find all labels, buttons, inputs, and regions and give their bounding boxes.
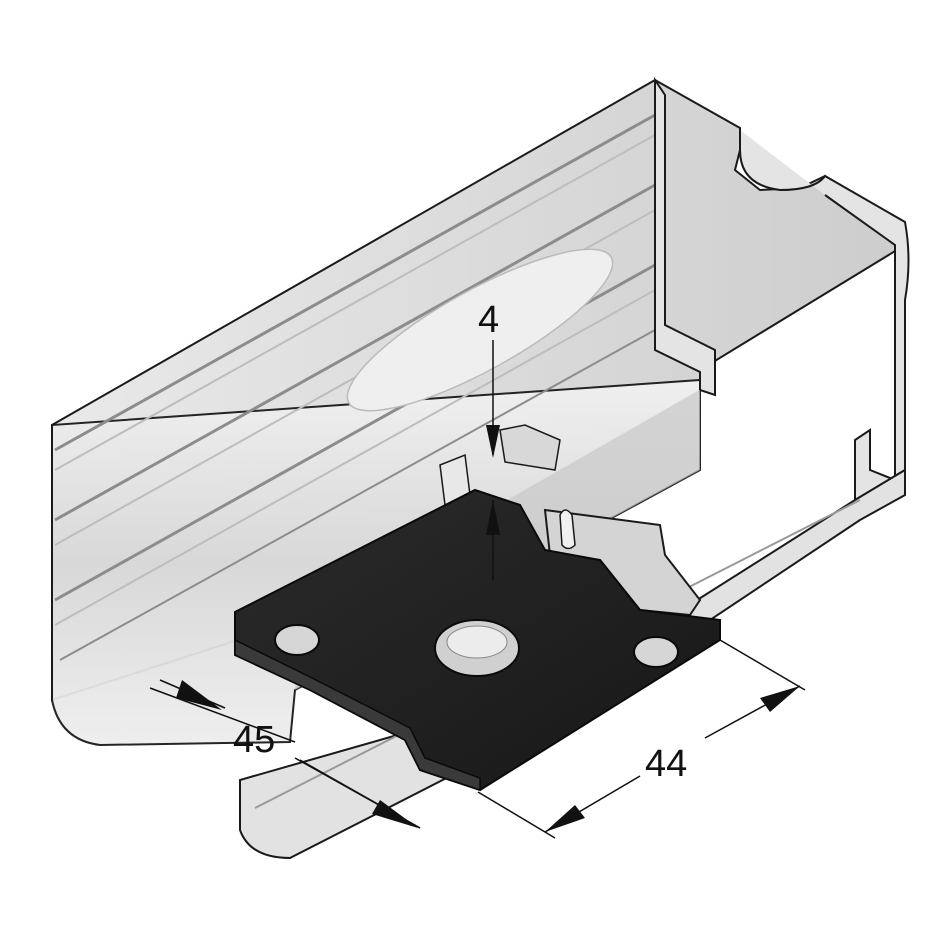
dim-45-arrow-a (176, 680, 222, 710)
dim-44-arrow-b (760, 686, 800, 712)
clip-tab-top (499, 424, 561, 471)
dim-45-ext-upper (149, 687, 296, 743)
plate-front-edge (234, 612, 481, 792)
clip-slot (559, 509, 576, 550)
rail-groove-2 (54, 134, 656, 471)
plate-right-hole (633, 636, 679, 668)
dimension-width-left: 45 (149, 679, 421, 829)
plate-center-hole-inner (446, 625, 508, 659)
mounting-plate (234, 488, 721, 792)
rail-groove-7 (59, 329, 656, 661)
rail-slot (346, 248, 614, 412)
dim-44-arrow-a (545, 805, 585, 832)
rail-groove-3 (54, 183, 656, 522)
dim-thickness-arrow-lower (486, 500, 500, 535)
dimension-thickness: 4 (478, 299, 500, 580)
dim-44-ext-right (719, 639, 806, 691)
plate-left-hole (274, 624, 320, 656)
dim-45-label: 45 (233, 719, 275, 761)
spring-clip (439, 424, 702, 617)
dim-44-ext-left (477, 791, 556, 839)
rail-lower-lip (239, 468, 906, 860)
dimension-width-right: 44 (477, 639, 806, 839)
rail-groove-1 (54, 113, 656, 452)
dim-45-arrow-b (372, 800, 418, 828)
dim-44-label: 44 (645, 743, 687, 785)
rail-groove-6 (54, 289, 656, 626)
dim-thickness-arrow-upper (486, 425, 500, 458)
dim-thickness-label: 4 (478, 299, 499, 341)
